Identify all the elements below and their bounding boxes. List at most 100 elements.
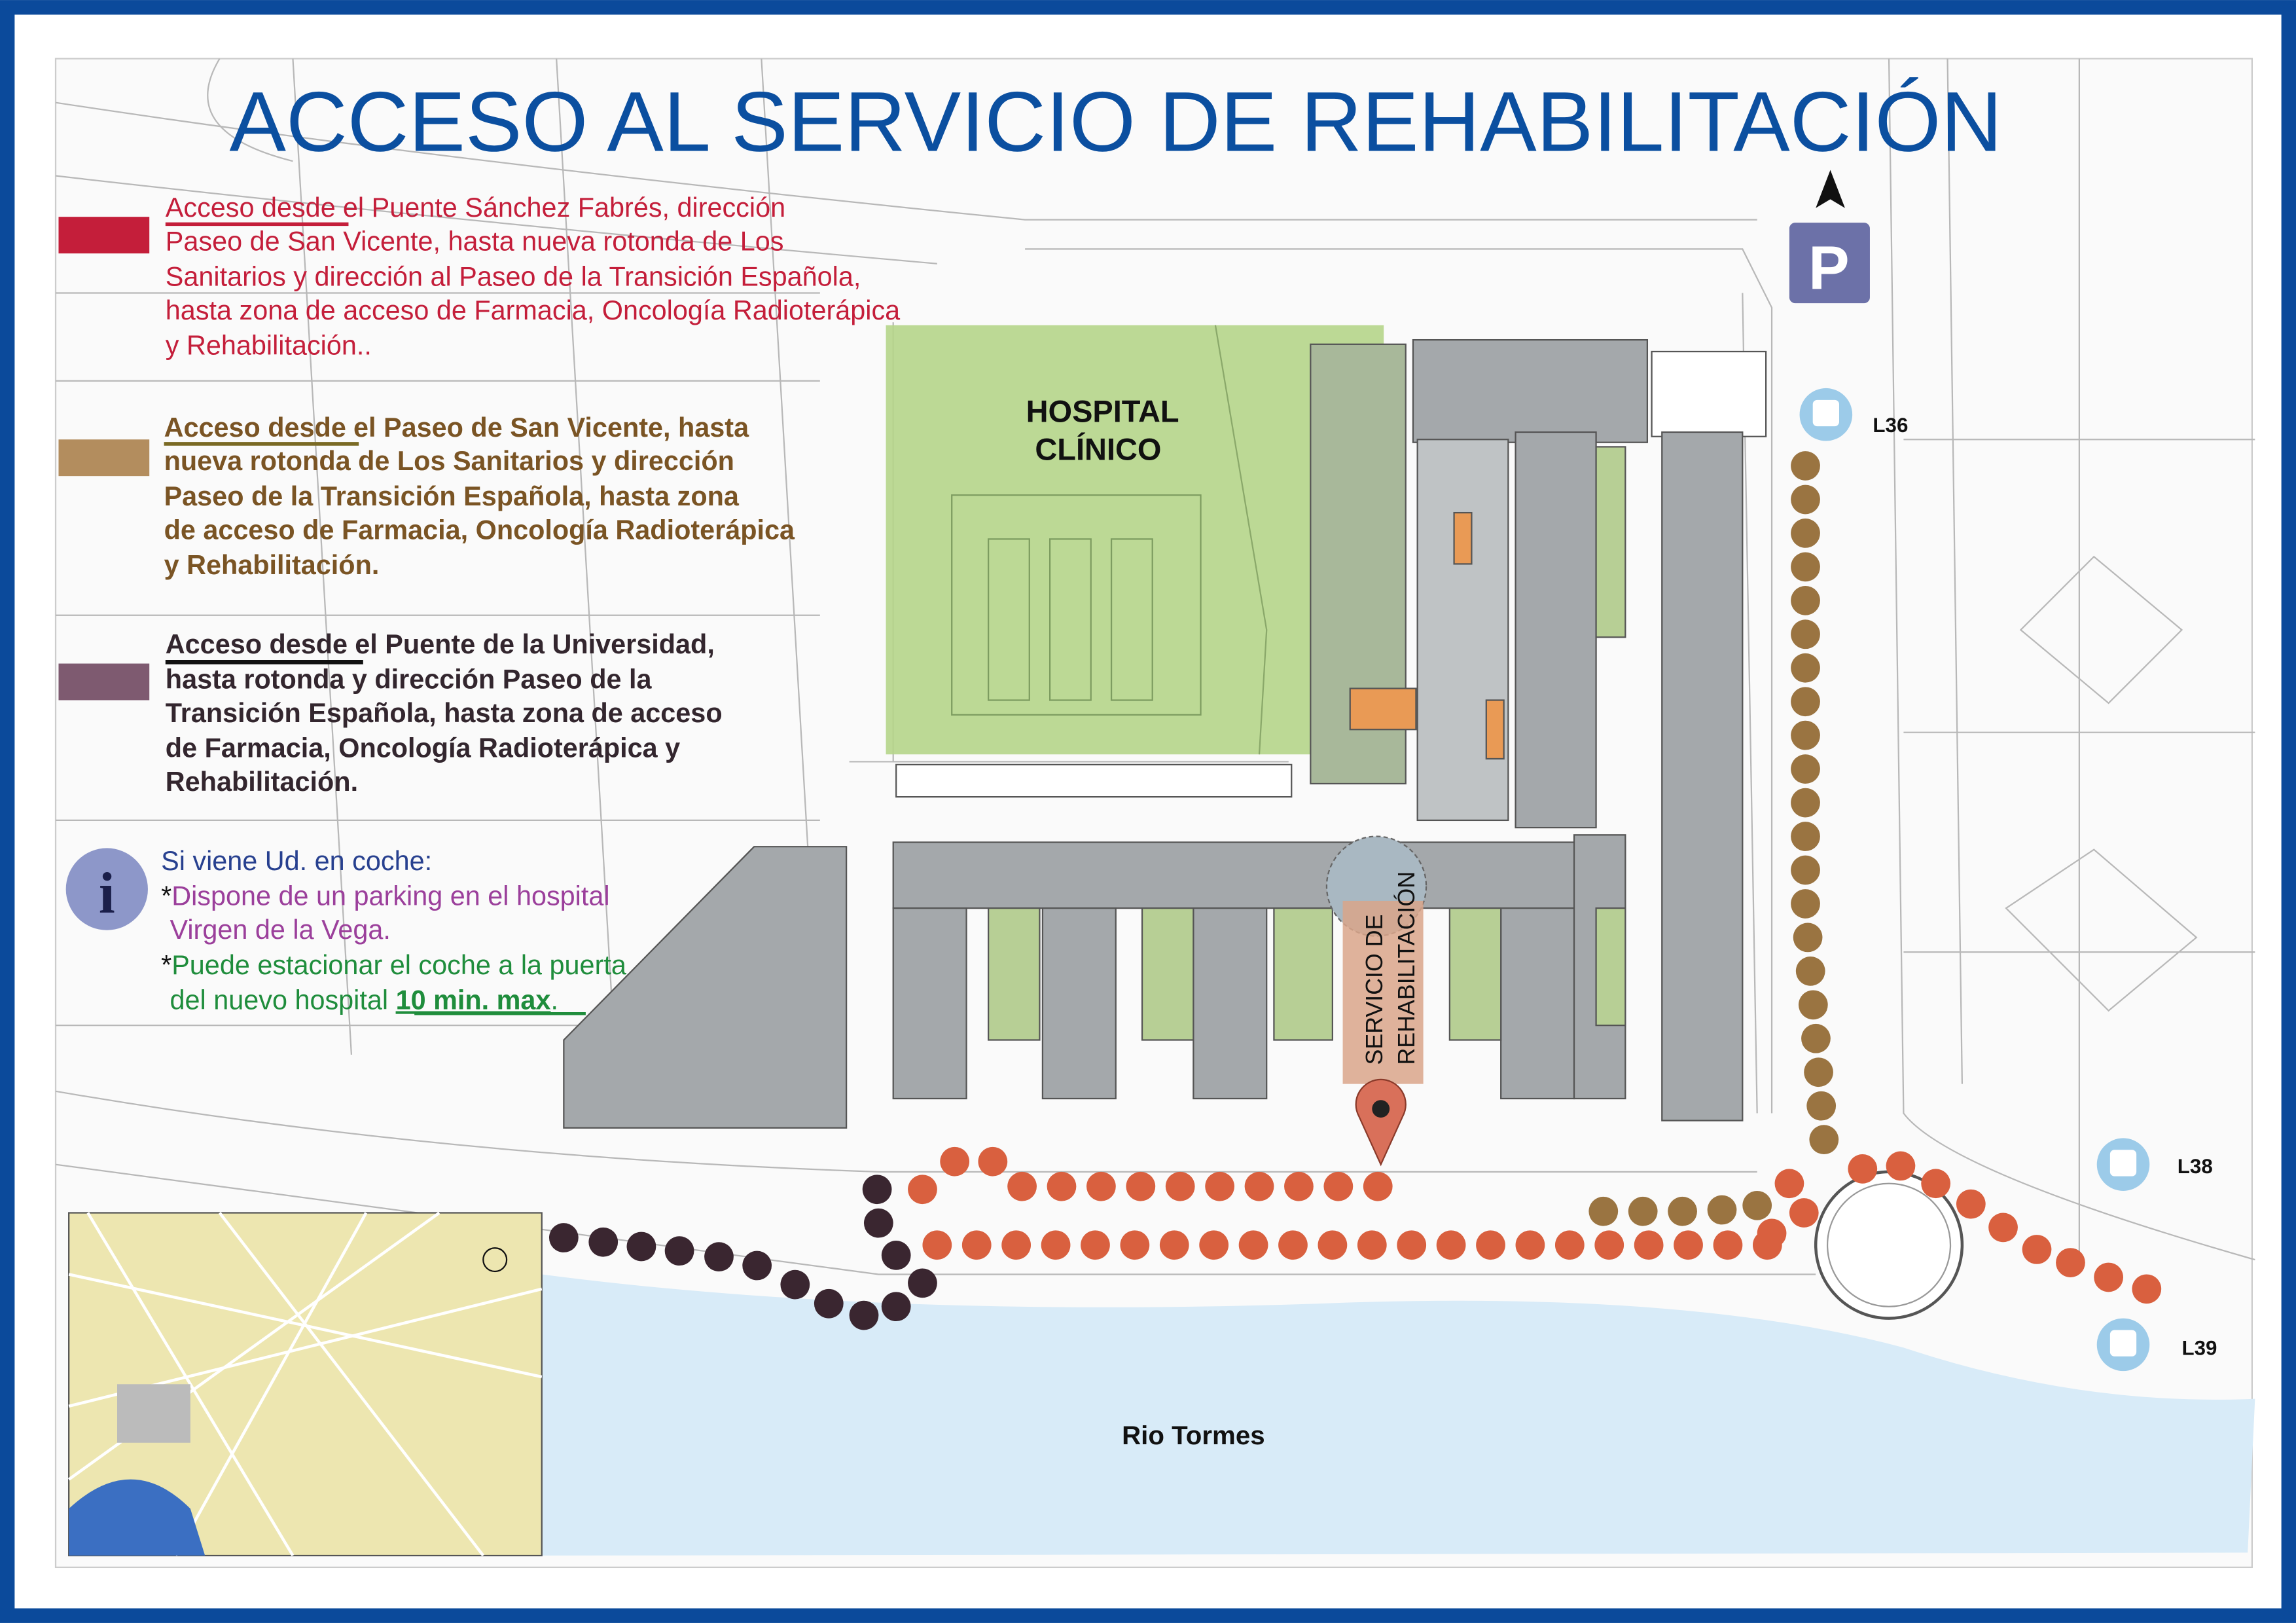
route-dot-red: [1047, 1171, 1077, 1201]
route-dot-red: [1774, 1169, 1804, 1199]
route-dot-red: [2022, 1235, 2052, 1264]
svg-text:y Rehabilitación..: y Rehabilitación..: [166, 330, 372, 360]
route-dot-brown: [1798, 990, 1828, 1020]
route-dot-red: [1284, 1171, 1314, 1201]
legend-lead: Acceso desde: [164, 412, 346, 443]
route-dot-purple: [814, 1288, 844, 1319]
route-dot-brown: [1791, 519, 1820, 548]
route-dot-red: [1476, 1230, 1505, 1260]
svg-text:Sanitarios y dirección al Pase: Sanitarios y dirección al Paseo de la Tr…: [166, 261, 861, 291]
route-dot-red: [1165, 1171, 1195, 1201]
route-dot-red: [1159, 1230, 1189, 1260]
inset-north-icon: [482, 1247, 508, 1273]
route-dot-brown: [1806, 1091, 1837, 1121]
car-info: i Si viene Ud. en coche: *Dispone de un …: [65, 846, 627, 1015]
bus-line-label: L39: [2181, 1337, 2217, 1360]
route-dot-red: [1323, 1171, 1354, 1201]
bus-stop-l38[interactable]: L38: [2096, 1138, 2213, 1191]
route-dot-red: [1278, 1230, 1308, 1260]
legend-lead: Acceso desde: [166, 629, 348, 659]
route-dot-red: [1120, 1230, 1150, 1260]
parking-sign[interactable]: P: [1789, 170, 1870, 304]
route-dot-brown: [1707, 1195, 1737, 1225]
route-dot-purple: [881, 1241, 911, 1270]
route-dot-brown: [1791, 585, 1820, 615]
route-dot-red: [908, 1175, 937, 1205]
legend-lead: Acceso desde: [166, 192, 336, 223]
route-dot-brown: [1791, 484, 1820, 515]
svg-text:del nuevo hospital 10 min. max: del nuevo hospital 10 min. max.: [170, 985, 558, 1015]
svg-text:Si viene Ud. en coche:: Si viene Ud. en coche:: [161, 846, 432, 876]
bus-line-label: L38: [2178, 1155, 2213, 1178]
route-dot-red: [1713, 1230, 1743, 1260]
svg-text:Virgen de la Vega.: Virgen de la Vega.: [170, 915, 391, 945]
svg-text:Paseo de San Vicente, hasta nu: Paseo de San Vicente, hasta nueva rotond…: [166, 227, 784, 257]
route-dot-red: [1041, 1230, 1071, 1260]
info-icon: i: [65, 848, 148, 930]
location-pin-icon: [1355, 1078, 1407, 1167]
route-dot-brown: [1804, 1057, 1833, 1087]
route-dot-brown: [1791, 889, 1820, 919]
route-dot-brown: [1791, 822, 1820, 851]
route-dot-red: [1554, 1230, 1585, 1260]
route-dot-purple: [742, 1250, 772, 1281]
route-dot-red: [1886, 1151, 1916, 1181]
route-dot-brown: [1668, 1196, 1697, 1226]
legend-swatch-brown: [58, 439, 150, 477]
route-dot-brown: [1791, 687, 1820, 717]
svg-text:Paseo de la Transición Español: Paseo de la Transición Española, hasta z…: [164, 481, 740, 511]
route-dot-purple: [588, 1227, 619, 1257]
hospital-buildings: [563, 338, 1767, 1129]
route-dot-red: [2094, 1262, 2124, 1292]
route-dot-red: [1318, 1230, 1348, 1260]
bus-stop-l36[interactable]: L36: [1799, 388, 1909, 441]
route-dot-purple: [664, 1236, 694, 1266]
route-dot-red: [1081, 1230, 1110, 1260]
roundabout-inner: [1826, 1182, 1952, 1307]
service-label-line1: SERVICIO DE: [1361, 915, 1388, 1065]
route-dot-brown: [1793, 922, 1823, 953]
route-dot-purple: [863, 1208, 893, 1238]
route-dot-red: [2056, 1248, 2085, 1277]
bus-stop-l39[interactable]: L39: [2096, 1318, 2217, 1372]
route-dot-red: [978, 1146, 1008, 1176]
route-dot-red: [1988, 1213, 2018, 1243]
route-dot-brown: [1791, 619, 1820, 649]
route-dot-red: [1956, 1189, 1986, 1219]
route-dot-red: [1436, 1230, 1466, 1260]
svg-text:*Dispone de un parking en el h: *Dispone de un parking en el hospital: [161, 881, 609, 911]
route-dot-purple: [881, 1292, 911, 1322]
route-dot-red: [1757, 1218, 1787, 1249]
route-dot-purple: [780, 1269, 810, 1300]
route-dot-purple: [908, 1268, 937, 1298]
service-label-line2: REHABILITACIÓN: [1393, 871, 1420, 1065]
route-dot-brown: [1791, 720, 1820, 750]
svg-text:y Rehabilitación.: y Rehabilitación.: [164, 550, 380, 580]
route-dot-purple: [548, 1223, 579, 1252]
svg-text:hasta zona de acceso de Farmac: hasta zona de acceso de Farmacia, Oncolo…: [166, 295, 901, 325]
route-dot-red: [1515, 1230, 1545, 1260]
route-dot-red: [1363, 1171, 1393, 1201]
route-dot-purple: [704, 1242, 734, 1271]
route-dot-brown: [1791, 451, 1820, 481]
route-dot-red: [1244, 1171, 1274, 1201]
route-dot-red: [1921, 1169, 1951, 1199]
route-dot-red: [1007, 1171, 1037, 1201]
svg-text:de Farmacia, Oncología Radiote: de Farmacia, Oncología Radioterápica y: [166, 733, 680, 763]
route-dot-red: [940, 1146, 970, 1176]
route-dot-brown: [1791, 552, 1820, 582]
route-dot-brown: [1791, 653, 1820, 683]
route-dot-red: [1199, 1230, 1229, 1260]
route-dot-red: [1674, 1230, 1703, 1260]
route-dot-brown: [1801, 1023, 1831, 1053]
north-arrow-icon: [1816, 170, 1845, 208]
svg-text:Transición Española, hasta zon: Transición Española, hasta zona de acces…: [166, 698, 723, 728]
route-dot-red: [922, 1230, 952, 1260]
time-limit: 10 min. max: [396, 985, 551, 1015]
route-dot-red: [1238, 1230, 1268, 1260]
